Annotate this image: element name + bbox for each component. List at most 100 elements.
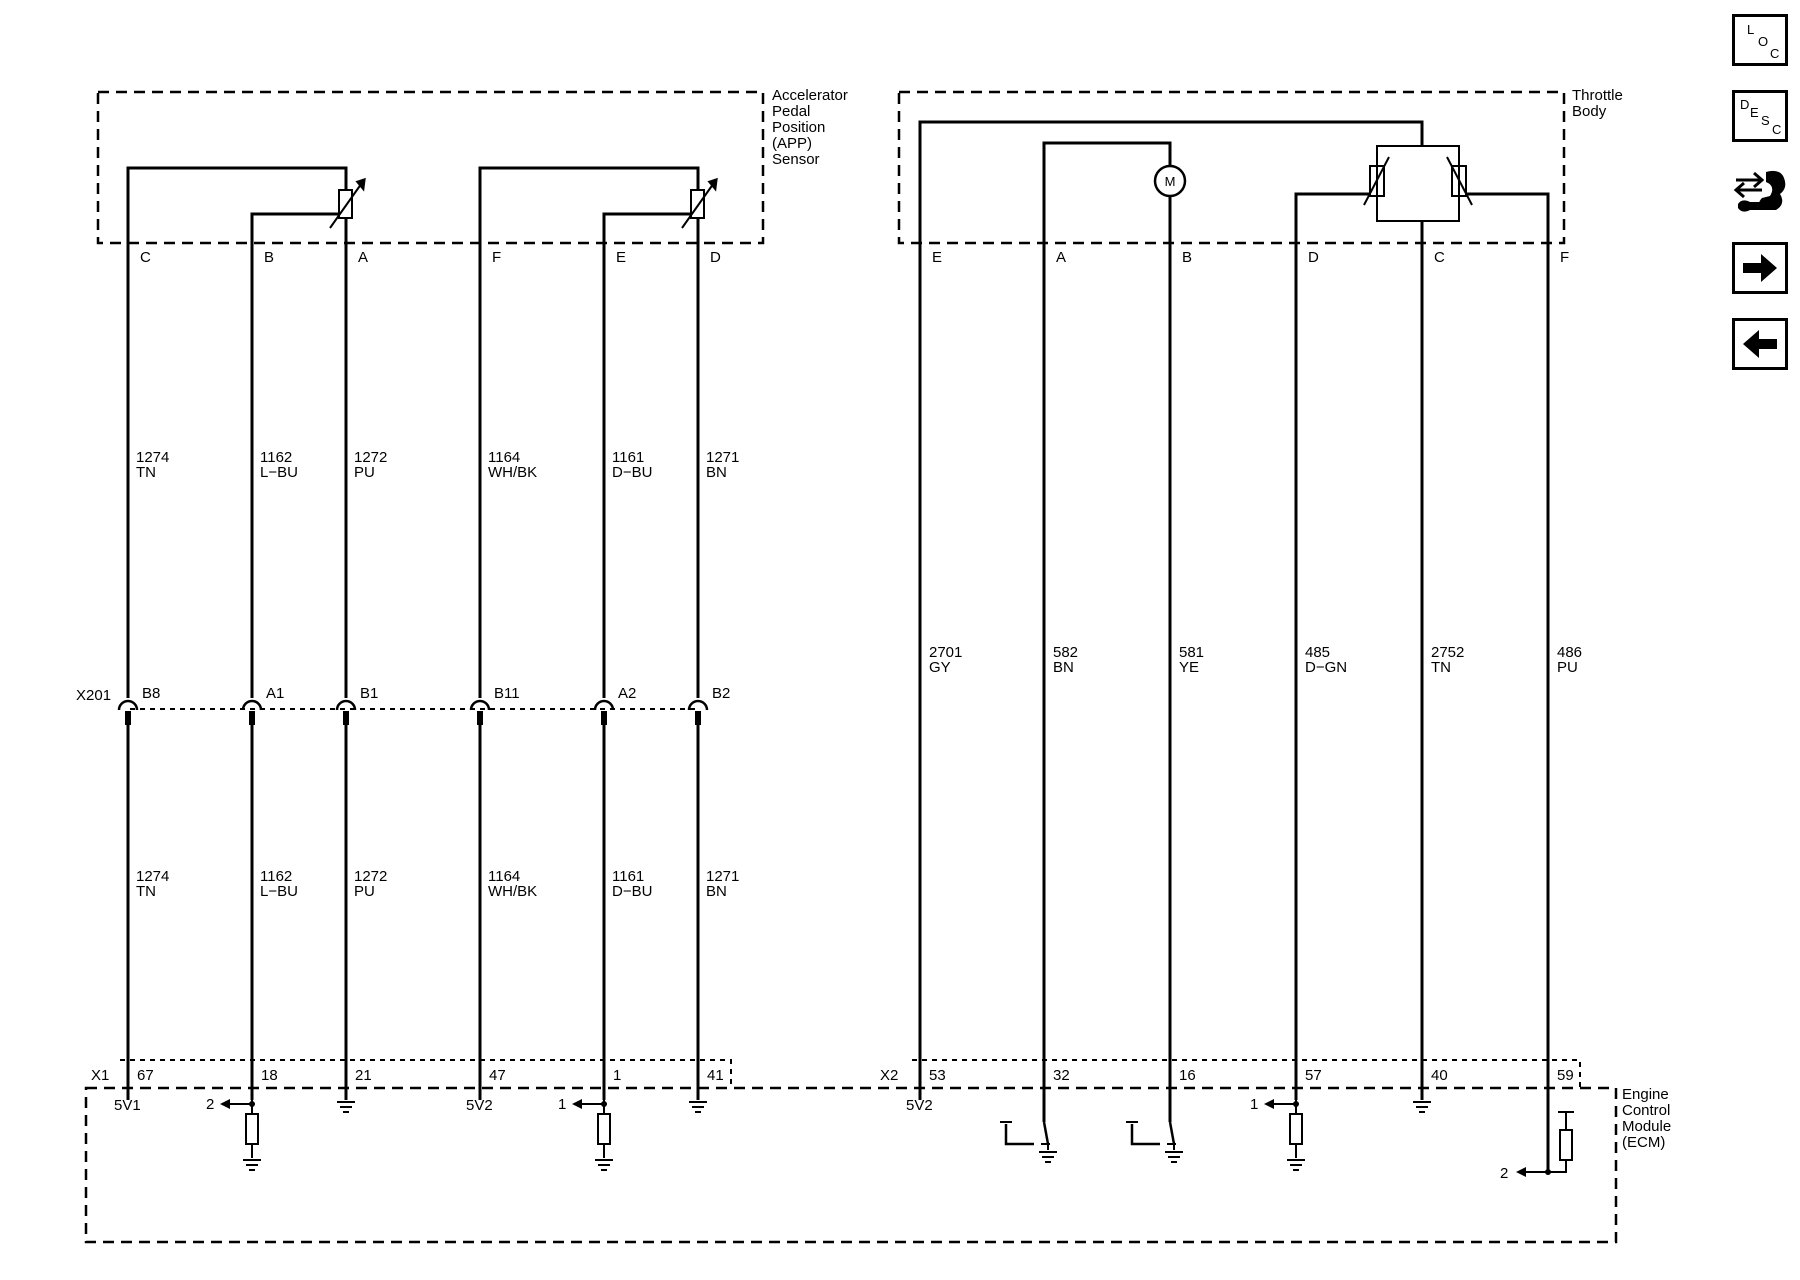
x201-pin-label: B2 — [712, 685, 730, 702]
app-pin-label: C — [140, 249, 151, 266]
x2-pin-label: 59 — [1557, 1067, 1574, 1084]
ground-symbol — [1287, 1159, 1305, 1171]
previous-page-button[interactable] — [1732, 318, 1788, 370]
loc-letter-l: L — [1747, 22, 1755, 37]
ecm-app1-input: 2 — [206, 1096, 261, 1171]
throttle-wire-color: BN — [1053, 659, 1074, 676]
ecm-app2-input: 1 — [558, 1096, 613, 1171]
x2-pin-label: 57 — [1305, 1067, 1322, 1084]
app-upper-wire-color: L−BU — [260, 464, 298, 481]
throttle-pin-label: B — [1182, 249, 1192, 266]
x2-pin-label: 16 — [1179, 1067, 1196, 1084]
ecm-5v2-label: 5V2 — [466, 1097, 493, 1114]
throttle-pin-label: A — [1056, 249, 1066, 266]
throttle-body-boundary — [897, 90, 1566, 245]
toolbar: L O C D E S C — [1732, 14, 1794, 394]
description-button[interactable]: D E S C — [1732, 90, 1788, 142]
x201-pin-label: A1 — [266, 685, 284, 702]
x201-pin-label: B1 — [360, 685, 378, 702]
app-upper-circuit-number: 1161 — [612, 449, 644, 466]
ground-symbol — [1165, 1151, 1183, 1163]
app-sensor-boundary — [96, 90, 765, 245]
ecm-motor-driver-2 — [1126, 1121, 1183, 1163]
throttle-pin-label: E — [932, 249, 942, 266]
app-upper-wire-color: TN — [136, 464, 156, 481]
ground-symbol — [689, 1101, 707, 1113]
x1-pin-label: 18 — [261, 1067, 278, 1084]
throttle-circuit-number: 2701 — [929, 644, 962, 661]
x201-terminal — [593, 699, 615, 711]
throttle-circuit-number: 486 — [1557, 644, 1582, 661]
throttle-circuit-number: 581 — [1179, 644, 1204, 661]
svg-text:1: 1 — [1250, 1096, 1258, 1113]
app-sensor-element-1 — [126, 166, 366, 258]
ecm-tps2-input: 2 — [1500, 1111, 1574, 1182]
throttle-wire-color: GY — [929, 659, 951, 676]
throttle-body-label: Throttle Body — [1572, 87, 1627, 120]
app-lower-circuit-number: 1274 — [136, 868, 169, 885]
loc-letter-c: C — [1770, 46, 1780, 61]
loc-letter-o: O — [1758, 34, 1769, 49]
ecm-tb-5v2-label: 5V2 — [906, 1097, 933, 1114]
desc-letter-s: S — [1761, 113, 1770, 128]
app-lower-wire-color: WH/BK — [488, 883, 537, 900]
x201-terminal — [687, 699, 709, 711]
ground-symbol — [243, 1159, 261, 1171]
app-upper-circuit-number: 1274 — [136, 449, 169, 466]
app-upper-circuit-number: 1271 — [706, 449, 739, 466]
ecm-label: Engine Control Module (ECM) — [1622, 1086, 1675, 1151]
x1-pin-label: 21 — [355, 1067, 372, 1084]
svg-text:M: M — [1165, 174, 1176, 189]
ground-symbol — [1039, 1151, 1057, 1163]
x201-label: X201 — [76, 687, 111, 704]
x1-pin-label: 47 — [489, 1067, 506, 1084]
svg-text:2: 2 — [1500, 1165, 1508, 1182]
ground-symbol — [1413, 1101, 1431, 1113]
svg-text:1: 1 — [558, 1096, 566, 1113]
app-upper-wire-color: BN — [706, 464, 727, 481]
app-pin-label: B — [264, 249, 274, 266]
app-pin-label: F — [492, 249, 501, 266]
app-upper-wire-color: WH/BK — [488, 464, 537, 481]
x201-pin-label: A2 — [618, 685, 636, 702]
x1-pin-label: 1 — [613, 1067, 621, 1084]
ground-symbol — [337, 1101, 355, 1113]
x1-pin-label: 67 — [137, 1067, 154, 1084]
ecm-internal: 5V1 2 5V2 1 5V2 1 2 — [114, 1096, 1574, 1182]
app-lower-circuit-number: 1162 — [260, 868, 292, 885]
x201-terminal — [469, 699, 491, 711]
throttle-circuits: E2701GY53A582BN32B581YE16D485D−GN57C2752… — [918, 249, 1582, 1172]
app-lower-wire-color: BN — [706, 883, 727, 900]
x1-connector-boundary — [120, 1059, 732, 1088]
ecm-boundary — [84, 1086, 1618, 1244]
app-lower-wire-color: TN — [136, 883, 156, 900]
location-button[interactable]: L O C — [1732, 14, 1788, 66]
next-page-button[interactable] — [1732, 242, 1788, 294]
app-sensor-label: Accelerator Pedal Position (APP) Sensor — [772, 87, 852, 168]
throttle-circuit-number: 582 — [1053, 644, 1078, 661]
app-lower-circuit-number: 1271 — [706, 868, 739, 885]
arrow-left-icon — [1743, 330, 1777, 358]
app-pin-label: E — [616, 249, 626, 266]
x2-label: X2 — [880, 1067, 898, 1084]
svg-text:2: 2 — [206, 1096, 214, 1113]
app-lower-wire-color: PU — [354, 883, 375, 900]
desc-letter-d: D — [1740, 97, 1750, 112]
x1-label: X1 — [91, 1067, 109, 1084]
app-pin-label: D — [710, 249, 721, 266]
ecm-5v1-label: 5V1 — [114, 1097, 141, 1114]
app-upper-circuit-number: 1272 — [354, 449, 387, 466]
connector-button[interactable] — [1732, 166, 1788, 218]
x201-terminal — [335, 699, 357, 711]
x2-connector-boundary — [912, 1059, 1581, 1088]
throttle-body-internal — [918, 120, 1550, 258]
